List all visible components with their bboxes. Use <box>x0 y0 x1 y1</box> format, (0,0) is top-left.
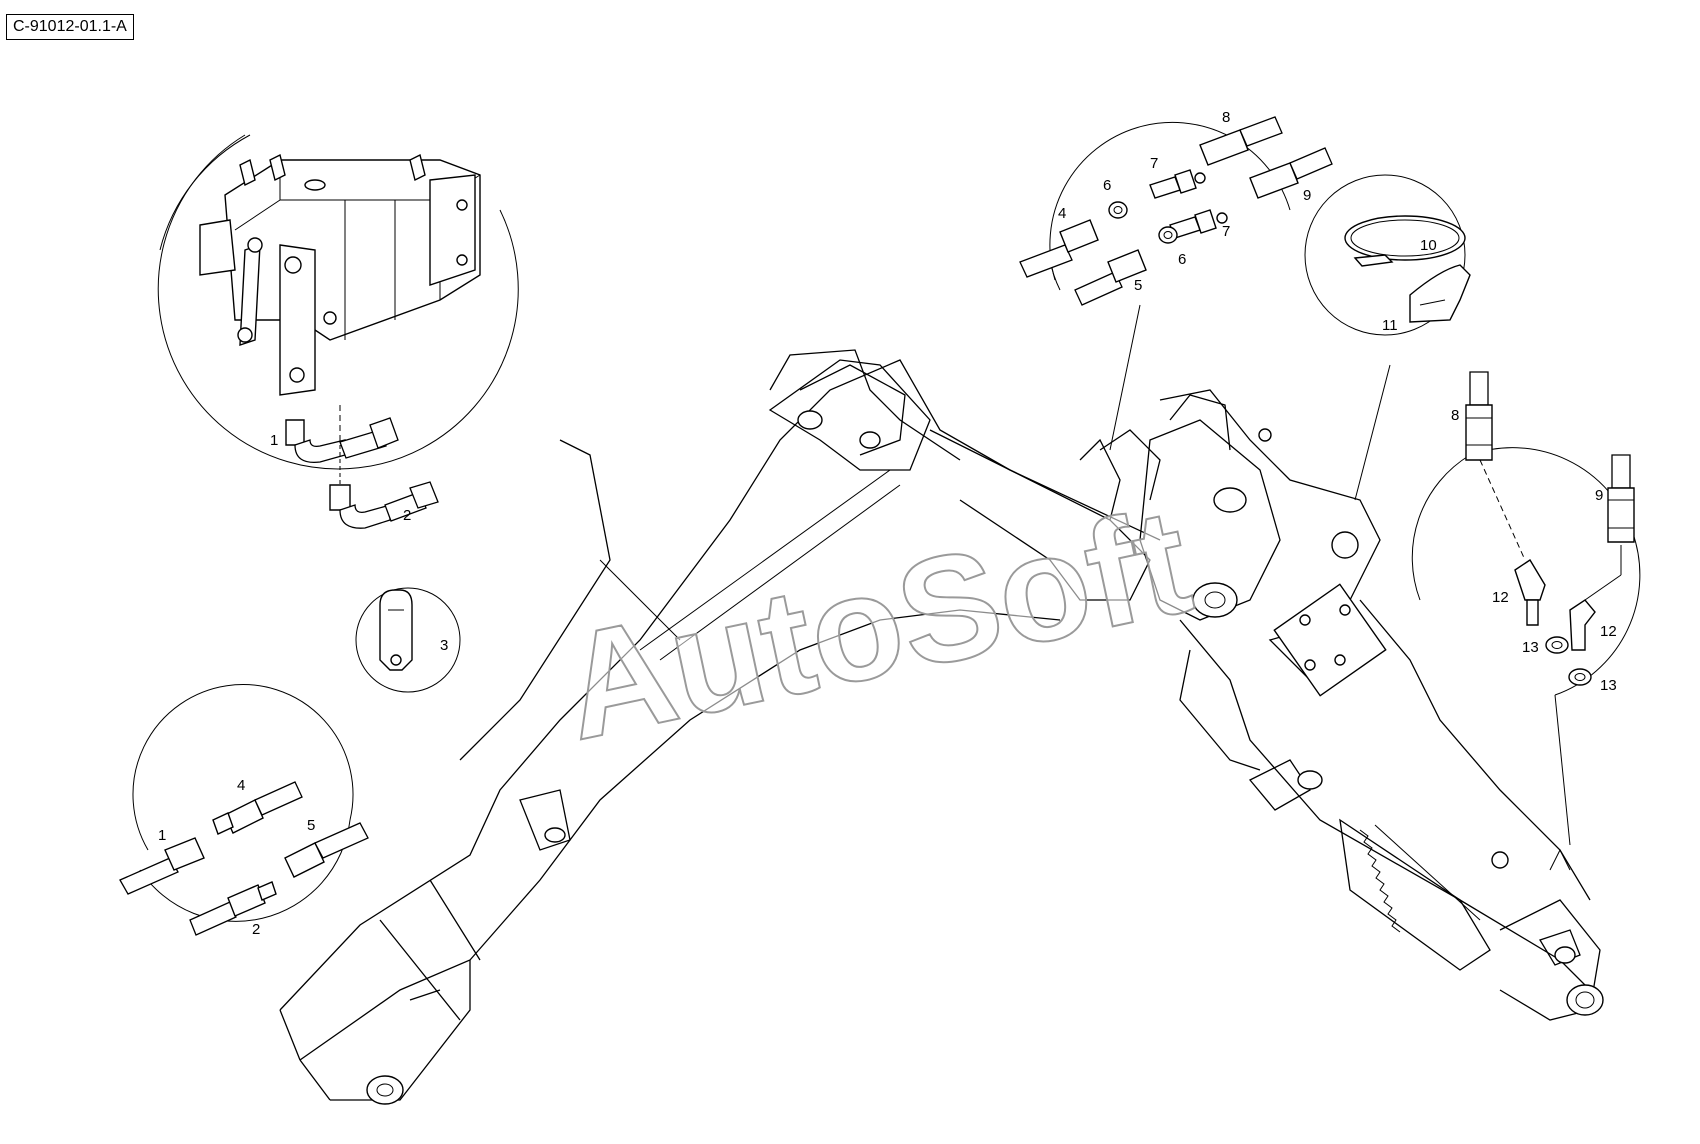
callout-5b: 5 <box>307 817 315 834</box>
detail-b-fittings: 1 4 5 2 <box>119 684 369 938</box>
detail-d-clamp: 10 11 <box>1304 174 1471 336</box>
callout-6c-top: 6 <box>1103 177 1111 194</box>
watermark: AutoSoft <box>549 476 1203 772</box>
callout-10: 10 <box>1420 237 1437 254</box>
callout-8e: 8 <box>1451 407 1459 424</box>
callout-9c: 9 <box>1303 187 1311 204</box>
detail-c-fittings: 8 7 6 4 9 7 6 5 <box>1019 109 1333 306</box>
callout-7c-top: 7 <box>1150 155 1158 172</box>
drawing-reference: C-91012-01.1-A <box>6 14 134 40</box>
callout-6c-bottom: 6 <box>1178 251 1186 268</box>
detail-clip: 3 <box>355 587 461 693</box>
boom-arm-assembly <box>279 349 1604 1105</box>
callout-7c-bottom: 7 <box>1222 223 1230 240</box>
callout-5c: 5 <box>1134 277 1142 294</box>
callout-2b: 2 <box>252 921 260 938</box>
callout-9e: 9 <box>1595 487 1603 504</box>
detail-e-adapters: 8 9 12 12 13 13 <box>1411 371 1641 696</box>
callout-11: 11 <box>1382 317 1398 334</box>
callout-12e-left: 12 <box>1492 589 1509 606</box>
callout-8c: 8 <box>1222 109 1230 126</box>
callout-3: 3 <box>440 637 448 654</box>
detail-a-valve-fittings: 1 2 <box>157 134 519 529</box>
callout-13e-left: 13 <box>1522 639 1539 656</box>
boom-foot-pin <box>366 1075 404 1105</box>
callout-1b: 1 <box>158 827 166 844</box>
leader-lines <box>339 304 1571 846</box>
callout-1: 1 <box>270 432 278 449</box>
callout-12e-right: 12 <box>1600 623 1617 640</box>
callout-13e-right: 13 <box>1600 677 1617 694</box>
callout-4c: 4 <box>1058 205 1066 222</box>
callout-4b: 4 <box>237 777 245 794</box>
callout-2: 2 <box>403 507 411 524</box>
